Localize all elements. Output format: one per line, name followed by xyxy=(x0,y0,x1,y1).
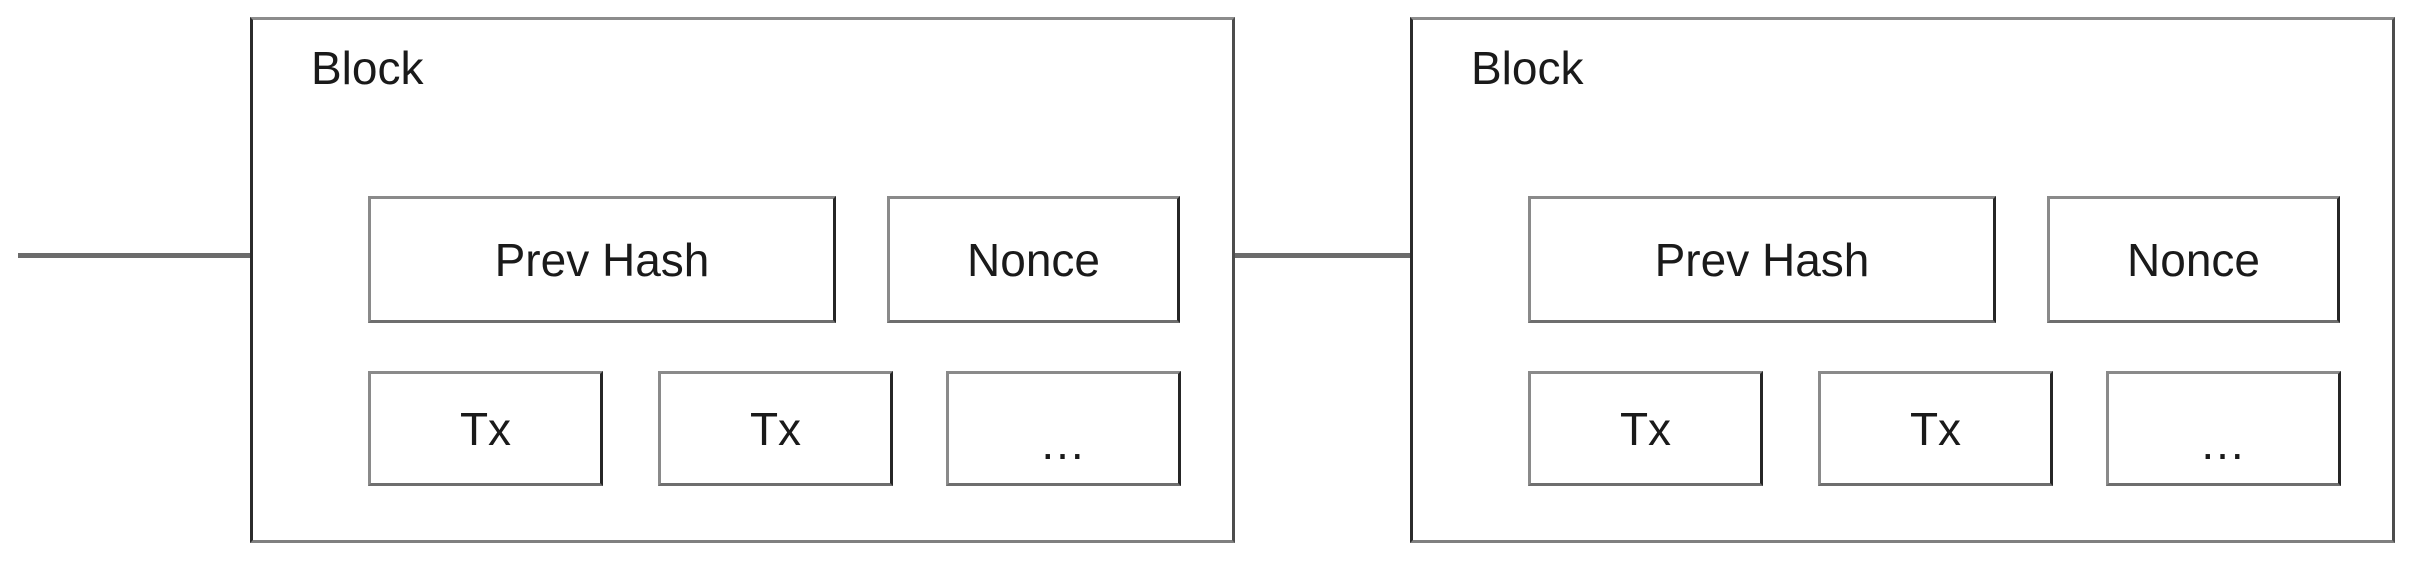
tx-ellipsis-label-2: ... xyxy=(2201,416,2246,469)
tx-box-1-1[interactable]: Tx xyxy=(368,371,603,486)
tx-box-2-1[interactable]: Tx xyxy=(1528,371,1763,486)
prev-hash-label-2: Prev Hash xyxy=(1654,233,1870,286)
arrow-line xyxy=(1235,253,1467,258)
tx-label-1-2: Tx xyxy=(749,402,802,455)
nonce-label-1: Nonce xyxy=(967,233,1100,286)
tx-box-2-2[interactable]: Tx xyxy=(1818,371,2053,486)
tx-box-1-2[interactable]: Tx xyxy=(658,371,893,486)
arrow-line xyxy=(18,253,308,258)
nonce-label-2: Nonce xyxy=(2127,233,2260,286)
block-container-1[interactable]: Block Prev Hash Nonce Tx Tx ... xyxy=(250,17,1235,543)
tx-ellipsis-box-2[interactable]: ... xyxy=(2106,371,2341,486)
tx-ellipsis-box-1[interactable]: ... xyxy=(946,371,1181,486)
prev-hash-label-1: Prev Hash xyxy=(494,233,710,286)
tx-label-2-1: Tx xyxy=(1619,402,1672,455)
tx-ellipsis-label-1: ... xyxy=(1041,416,1086,469)
nonce-box-1[interactable]: Nonce xyxy=(887,196,1180,323)
nonce-box-2[interactable]: Nonce xyxy=(2047,196,2340,323)
prev-hash-box-1[interactable]: Prev Hash xyxy=(368,196,836,323)
prev-hash-box-2[interactable]: Prev Hash xyxy=(1528,196,1996,323)
block-title-2: Block xyxy=(1471,42,1584,94)
block-container-2[interactable]: Block Prev Hash Nonce Tx Tx ... xyxy=(1410,17,2395,543)
tx-label-2-2: Tx xyxy=(1909,402,1962,455)
block-title-1: Block xyxy=(311,42,424,94)
tx-label-1-1: Tx xyxy=(459,402,512,455)
